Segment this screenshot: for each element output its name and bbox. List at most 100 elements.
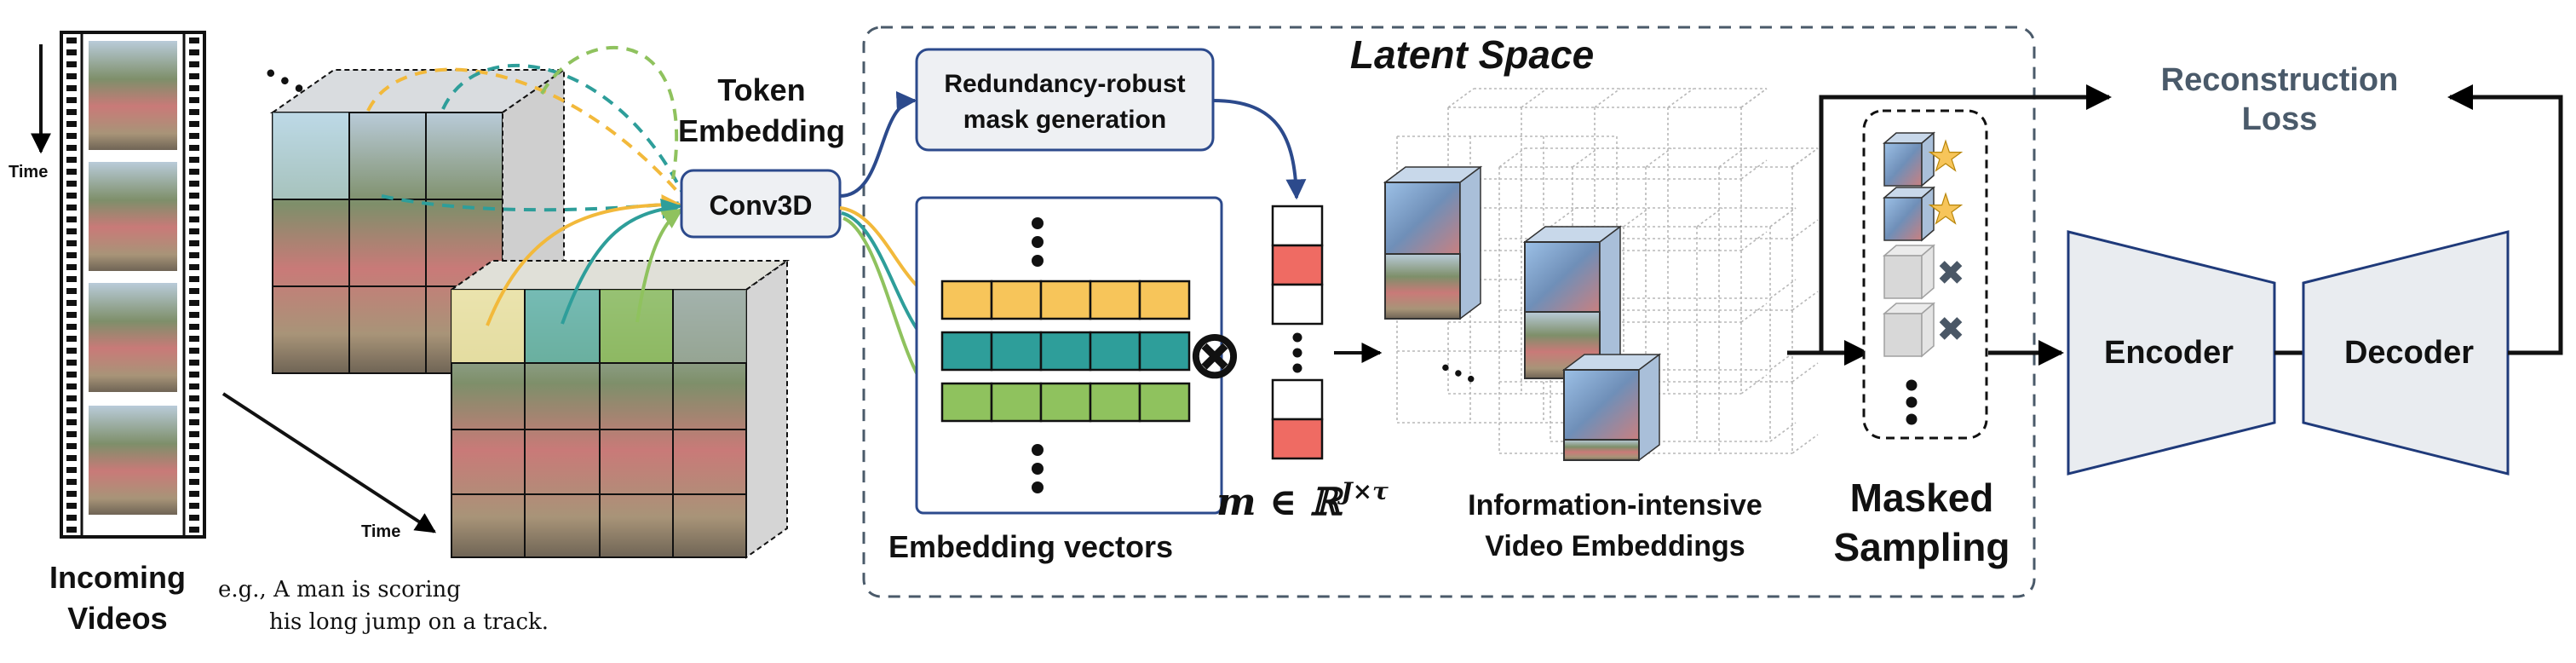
masked-sampling-label-line1: Masked <box>1850 476 1994 520</box>
embedding-cell <box>990 382 1043 423</box>
embedding-tiles <box>1383 165 1662 462</box>
arrow-decoder-to-loss <box>2447 84 2563 355</box>
sprocket-hole <box>66 407 77 413</box>
sprocket-hole <box>189 491 199 497</box>
embeddings-ellipsis: • • • <box>1437 354 1480 391</box>
sprocket-hole <box>189 37 199 43</box>
conv3d-box <box>680 169 842 239</box>
sprocket-hole <box>66 300 77 306</box>
grid-line <box>1769 422 1797 442</box>
decoder-block <box>2302 230 2510 476</box>
sprocket-hole <box>66 455 77 461</box>
video-embeddings-label-line1: Information-intensive <box>1468 489 1762 522</box>
embedding-cell <box>990 331 1043 372</box>
grid-line <box>1696 207 1723 228</box>
grid-line <box>1667 88 1694 108</box>
film-strip <box>60 31 206 539</box>
sprocket-hole <box>66 157 77 163</box>
sprocket-hole <box>66 181 77 187</box>
sprocket-hole <box>189 336 199 342</box>
sprocket-hole <box>66 431 77 437</box>
multiply-operator: ⊗ <box>1187 319 1242 391</box>
sprocket-hole <box>66 133 77 139</box>
sprocket-hole <box>66 73 77 79</box>
sprocket-hole <box>66 503 77 509</box>
sprocket-hole <box>66 121 77 127</box>
grid-line <box>1769 279 1797 299</box>
sprocket-hole <box>189 276 199 282</box>
sprocket-hole <box>189 443 199 449</box>
embedding-cell <box>1089 382 1141 423</box>
sprocket-hole <box>66 216 77 222</box>
sprocket-hole <box>66 443 77 449</box>
time-arrow-diagonal <box>221 392 437 533</box>
sprocket-hole <box>189 228 199 234</box>
sprocket-hole <box>189 193 199 199</box>
embedding-cell <box>940 382 993 423</box>
time-label-top: Time <box>9 163 48 182</box>
grid-line <box>1718 147 1745 168</box>
sprocket-hole <box>189 395 199 401</box>
grid-line <box>1791 434 1819 454</box>
mask-formula: m ∈ ℝJ×τ <box>1216 477 1389 524</box>
sprocket-hole <box>189 145 199 151</box>
sprocket-hole <box>66 527 77 533</box>
sprocket-hole <box>189 372 199 378</box>
video-cube-front <box>448 259 791 559</box>
sprocket-hole <box>189 169 199 175</box>
kept-token <box>1882 131 1936 187</box>
sprocket-hole <box>189 288 199 294</box>
sprocket-hole <box>66 395 77 401</box>
embedding-vectors-label: Embedding vectors <box>888 529 1173 564</box>
sprocket-hole <box>189 61 199 67</box>
reconstruction-loss-label-line1: Reconstruction <box>2161 62 2399 98</box>
grid-line <box>1521 88 1548 108</box>
latent-space-title: Latent Space <box>1350 32 1594 77</box>
sprocket-hole <box>66 49 77 55</box>
sprocket-hole <box>189 216 199 222</box>
token-curve-back-green <box>540 45 679 180</box>
cross-icon: ✖ <box>1936 311 1965 349</box>
sprocket-hole <box>189 181 199 187</box>
incoming-videos-label-line1: Incoming <box>49 560 186 595</box>
sprocket-hole <box>66 491 77 497</box>
token-curve-back-teal <box>441 63 687 199</box>
sprocket-hole <box>66 205 77 210</box>
caption-line1: e.g., A man is scoring <box>218 577 461 602</box>
grid-line <box>1791 362 1819 383</box>
token-embedding-label-line2: Embedding <box>678 113 845 148</box>
sprocket-hole <box>66 479 77 485</box>
sprocket-hole <box>189 419 199 425</box>
conv3d-label: Conv3D <box>710 190 813 221</box>
sprocket-hole <box>189 383 199 389</box>
embedding-vector-teal <box>940 331 1191 372</box>
sprocket-hole <box>189 97 199 103</box>
vertical-ellipsis-top <box>1032 217 1044 267</box>
embedding-cell <box>1089 280 1141 320</box>
sprocket-hole <box>66 85 77 91</box>
sprocket-hole <box>189 467 199 473</box>
cross-icon: ✖ <box>1936 255 1965 292</box>
sprocket-hole <box>66 252 77 258</box>
time-label-bottom: Time <box>361 522 400 541</box>
grid-line <box>1740 303 1768 323</box>
sprocket-hole <box>189 85 199 91</box>
arrow-mask-to-vector <box>1212 99 1307 200</box>
arrow-to-reconstruction-loss <box>1819 84 2112 353</box>
embedding-cell <box>1039 280 1092 320</box>
video-frame <box>89 283 177 392</box>
embedding-cell <box>1138 280 1191 320</box>
sprocket-hole <box>189 73 199 79</box>
grid-line <box>1623 207 1650 228</box>
masked-token <box>1882 244 1936 300</box>
video-frame <box>89 162 177 271</box>
token-curve-front-yellow <box>486 194 682 326</box>
sprocket-hole <box>66 61 77 67</box>
sprocket-hole <box>66 312 77 318</box>
grid-line <box>1550 207 1577 228</box>
star-icon: ★ <box>1927 135 1964 180</box>
sprocket-hole <box>66 383 77 389</box>
sprocket-hole <box>189 324 199 330</box>
sprocket-hole <box>66 348 77 354</box>
